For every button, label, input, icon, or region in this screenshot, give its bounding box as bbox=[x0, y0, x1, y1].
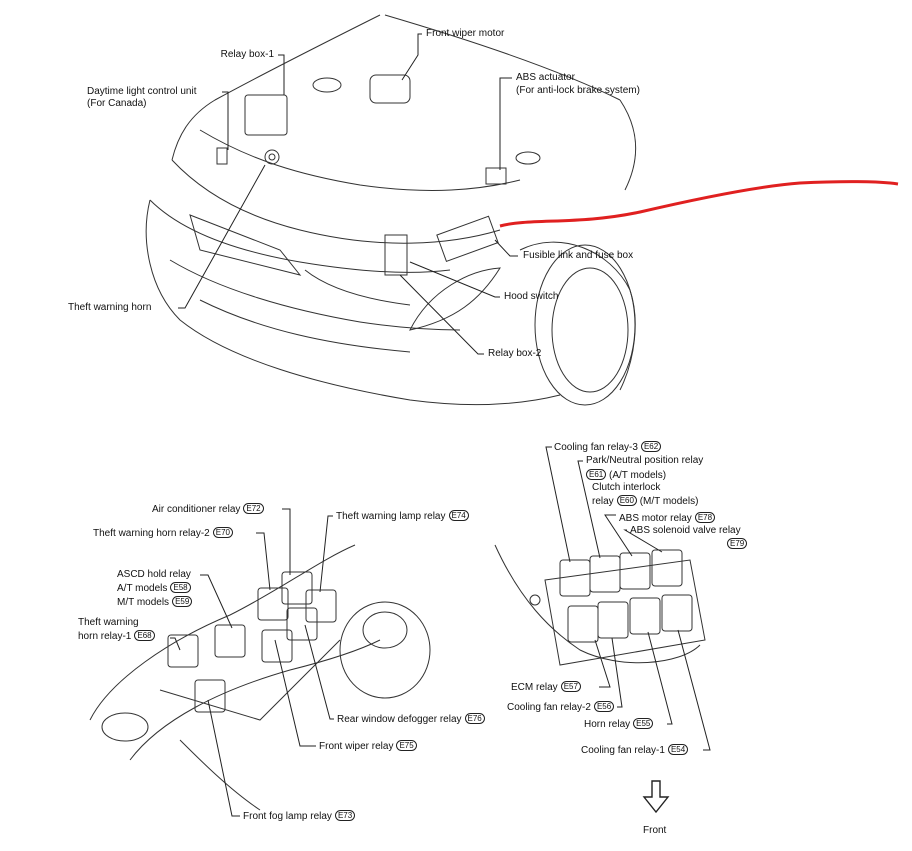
code-badge: E58 bbox=[170, 582, 191, 593]
label-front: Front bbox=[643, 825, 667, 836]
label-abs-actuator-note: (For anti-lock brake system) bbox=[516, 85, 640, 96]
label-ascd-hold-relay: ASCD hold relay bbox=[117, 569, 191, 580]
code-badge: E73 bbox=[334, 810, 356, 821]
front-arrow-icon bbox=[642, 780, 670, 814]
code-badge: E62 bbox=[640, 441, 662, 452]
code-badge: E54 bbox=[667, 744, 689, 755]
label-daytime-light-control-unit: Daytime light control unit bbox=[87, 86, 197, 97]
left-leader-lines bbox=[170, 508, 334, 817]
code-badge: E56 bbox=[593, 701, 615, 712]
label-hood-switch: Hood switch bbox=[504, 291, 559, 302]
label-abs-actuator: ABS actuator bbox=[516, 72, 575, 83]
label-abs-solenoid-code: E79 bbox=[727, 538, 748, 551]
label-theft-warning-horn: Theft warning horn bbox=[68, 302, 152, 313]
label-theft-warning: Theft warning bbox=[78, 617, 139, 628]
label-daytime-light-canada: (For Canada) bbox=[87, 98, 147, 109]
code-badge: E57 bbox=[560, 681, 581, 692]
code-badge: E78 bbox=[694, 512, 716, 523]
label-relay-box-2: Relay box-2 bbox=[488, 348, 542, 359]
label-fusible-link-fuse-box: Fusible link and fuse box bbox=[523, 250, 634, 261]
label-abs-solenoid-valve-relay: ABS solenoid valve relay bbox=[630, 525, 741, 536]
red-annotation-line bbox=[499, 180, 899, 228]
code-badge: E72 bbox=[243, 503, 264, 514]
label-relay-box-1: Relay box-1 bbox=[220, 49, 274, 60]
label-clutch-interlock: Clutch interlock bbox=[592, 482, 661, 493]
code-badge: E75 bbox=[396, 740, 417, 751]
code-badge: E76 bbox=[464, 713, 485, 724]
code-badge: E55 bbox=[633, 718, 654, 729]
code-badge: E68 bbox=[134, 630, 155, 641]
code-badge: E79 bbox=[727, 538, 748, 549]
code-badge: E61 bbox=[586, 469, 607, 480]
left-relay-box-drawing bbox=[89, 544, 431, 811]
top-leader-lines bbox=[178, 33, 518, 355]
right-leader-lines bbox=[545, 446, 711, 751]
label-front-wiper-motor: Front wiper motor bbox=[426, 28, 505, 39]
code-badge: E59 bbox=[172, 596, 193, 607]
car-drawing bbox=[145, 14, 637, 406]
code-badge: E74 bbox=[448, 510, 469, 521]
label-park-neutral-position-relay: Park/Neutral position relay bbox=[586, 455, 704, 466]
code-badge: E70 bbox=[212, 527, 233, 538]
code-badge: E60 bbox=[616, 495, 637, 506]
right-relay-box-drawing bbox=[494, 544, 706, 666]
label-park-neutral-at: E61 (A/T models) bbox=[586, 469, 666, 482]
